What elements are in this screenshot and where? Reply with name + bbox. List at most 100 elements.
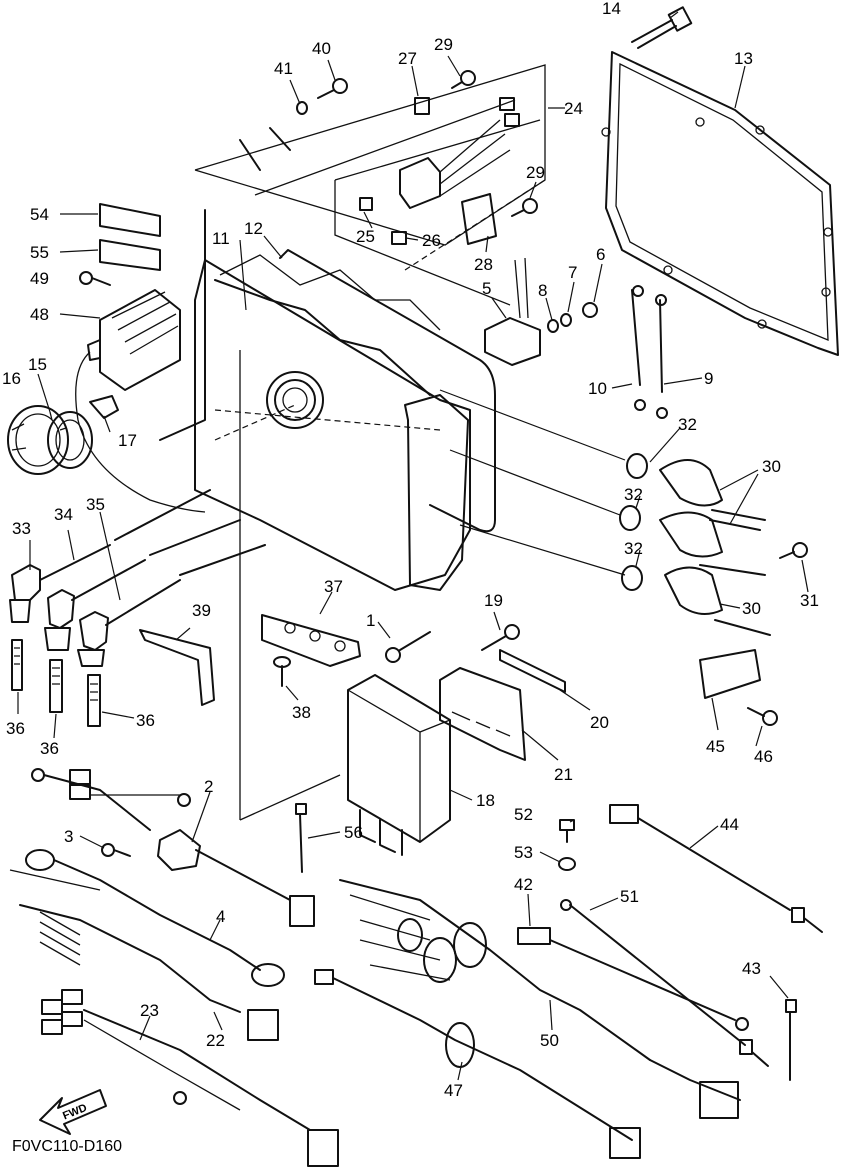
holder-28 <box>461 193 497 245</box>
screw-29 <box>451 70 476 89</box>
callout-2: 2 <box>204 777 213 796</box>
callout-37: 37 <box>324 577 343 596</box>
harness-2 <box>31 768 315 927</box>
cdi-unit-18 <box>347 674 451 856</box>
harness-4 <box>9 849 285 987</box>
callout-50: 50 <box>540 1031 559 1050</box>
fuse-26 <box>391 231 407 245</box>
ignition-coils-30 <box>439 389 771 636</box>
bolt-46 <box>747 707 778 726</box>
callout-20: 20 <box>590 713 609 732</box>
callout-52: 52 <box>514 805 533 824</box>
callout-45: 45 <box>706 737 725 756</box>
harness-23 <box>41 989 339 1167</box>
callout-27: 27 <box>398 49 417 68</box>
bolt-31 <box>779 542 808 559</box>
callout-29b: 29 <box>526 163 545 182</box>
callout-18: 18 <box>476 791 495 810</box>
callout-46: 46 <box>754 747 773 766</box>
tie-43 <box>785 999 797 1081</box>
clip-17 <box>89 395 119 419</box>
bracket-37 <box>261 614 361 667</box>
leader-lines <box>17 11 809 1081</box>
callout-23: 23 <box>140 1001 159 1020</box>
callout-16: 16 <box>2 369 21 388</box>
callout-24: 24 <box>564 99 583 118</box>
callout-56: 56 <box>344 823 363 842</box>
bolt-3 <box>101 843 131 857</box>
callout-44: 44 <box>720 815 739 834</box>
callout-8: 8 <box>538 281 547 300</box>
callout-32b: 32 <box>624 485 643 504</box>
washer-53 <box>558 857 576 871</box>
callout-36c: 36 <box>136 711 155 730</box>
callout-35: 35 <box>86 495 105 514</box>
spark-plugs-36 <box>11 639 101 727</box>
callout-54: 54 <box>30 205 49 224</box>
callout-4: 4 <box>216 907 225 926</box>
bracket-45 <box>699 649 761 699</box>
lead-42 <box>517 927 749 1031</box>
harness-50 <box>339 879 741 1119</box>
fuse-25 <box>359 197 373 211</box>
lead-44 <box>609 804 823 933</box>
callout-53: 53 <box>514 843 533 862</box>
callout-33: 33 <box>12 519 31 538</box>
screw-29b <box>511 198 538 217</box>
callout-26: 26 <box>422 231 441 250</box>
callout-36b: 36 <box>40 739 59 758</box>
bolt-52 <box>559 819 575 843</box>
callout-10: 10 <box>588 379 607 398</box>
callout-3: 3 <box>64 827 73 846</box>
callout-6: 6 <box>596 245 605 264</box>
tie-56 <box>295 803 307 873</box>
callout-21: 21 <box>554 765 573 784</box>
harness-22 <box>19 904 279 1041</box>
terminals <box>239 127 291 171</box>
callout-22: 22 <box>206 1031 225 1050</box>
drawing-code: F0VC110-D160 <box>12 1138 122 1155</box>
callout-30a: 30 <box>762 457 781 476</box>
callout-13: 13 <box>734 49 753 68</box>
callout-31: 31 <box>800 591 819 610</box>
washer-41 <box>296 101 308 115</box>
rectifier-regulator-48 <box>75 203 206 513</box>
plug-caps <box>9 489 266 667</box>
callout-36a: 36 <box>6 719 25 738</box>
bolt-40 <box>317 78 348 99</box>
callout-9: 9 <box>704 369 713 388</box>
cap-16 <box>7 405 93 475</box>
fwd-arrow-icon <box>39 1089 107 1135</box>
callout-40: 40 <box>312 39 331 58</box>
callout-39: 39 <box>192 601 211 620</box>
callout-7: 7 <box>568 263 577 282</box>
callout-38: 38 <box>292 703 311 722</box>
callout-1: 1 <box>366 611 375 630</box>
callout-43: 43 <box>742 959 761 978</box>
harness-47 <box>314 969 641 1159</box>
callout-48: 48 <box>30 305 49 324</box>
callout-numbers: 14 13 40 41 27 29 24 29 25 26 28 5 8 7 6… <box>2 0 819 1122</box>
bolt-1 <box>385 631 431 663</box>
callout-34: 34 <box>54 505 73 524</box>
lead-51 <box>560 899 769 1067</box>
bracket-21 <box>439 667 526 761</box>
callout-32c: 32 <box>624 539 643 558</box>
wire-12 <box>279 249 496 533</box>
callout-29a: 29 <box>434 35 453 54</box>
callout-12: 12 <box>244 219 263 238</box>
callout-17: 17 <box>118 431 137 450</box>
leads-9-10 <box>631 285 668 419</box>
callout-5: 5 <box>482 279 491 298</box>
callout-19: 19 <box>484 591 503 610</box>
callout-30b: 30 <box>742 599 761 618</box>
holder-39 <box>139 629 215 706</box>
fuse-holder-24 <box>399 97 520 209</box>
bolt-49 <box>79 271 111 286</box>
callout-15: 15 <box>28 355 47 374</box>
callout-47: 47 <box>444 1081 463 1100</box>
callout-28: 28 <box>474 255 493 274</box>
callout-49: 49 <box>30 269 49 288</box>
